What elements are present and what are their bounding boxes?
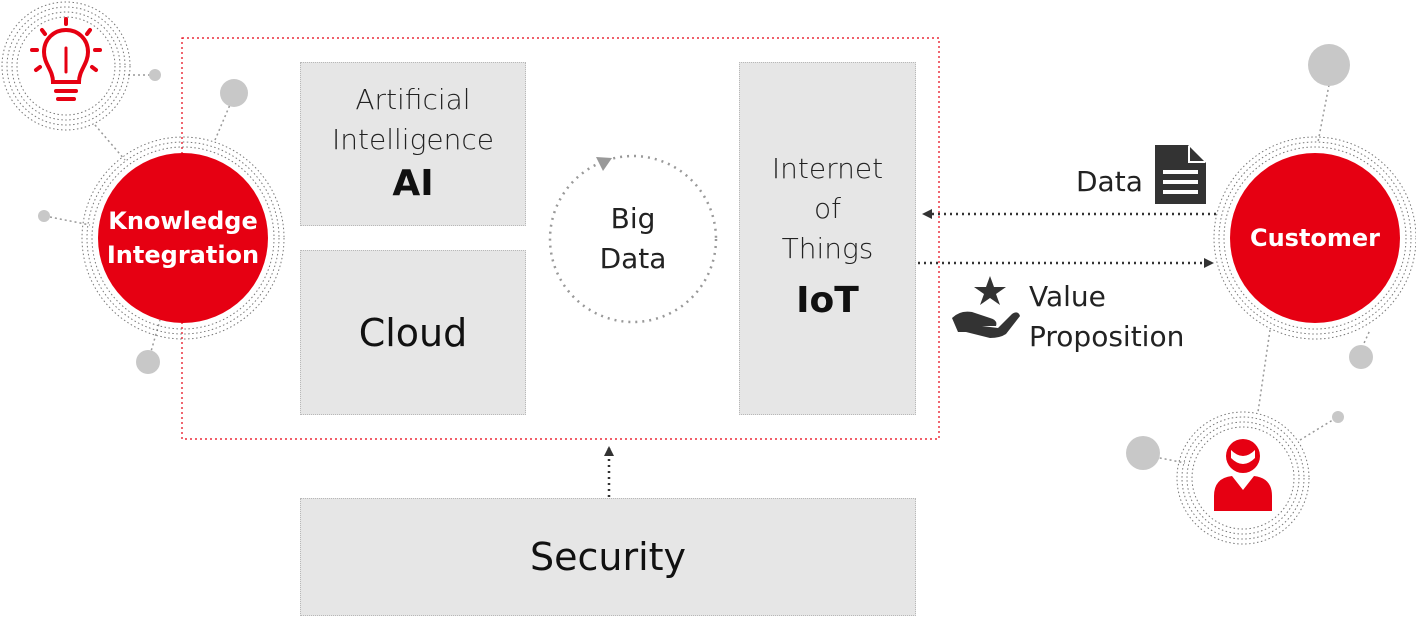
grey-nodes: [38, 44, 1373, 470]
iot-line1: Internet: [771, 152, 884, 185]
value-line1: Value: [1029, 280, 1106, 313]
hand-star-icon: [952, 276, 1020, 338]
ai-box: Artificial Intelligence AI: [300, 62, 526, 226]
cloud-label: Cloud: [358, 310, 468, 355]
cloud-box: Cloud: [300, 250, 526, 415]
person-badge: [1176, 411, 1310, 545]
big-data-line2: Data: [599, 242, 667, 275]
value-proposition-label: Value Proposition: [1029, 277, 1184, 357]
knowledge-line1: Knowledge: [108, 207, 258, 235]
lightbulb-icon: [30, 17, 102, 101]
ai-line2: Intelligence: [332, 123, 494, 156]
data-label: Data: [1076, 165, 1143, 198]
iot-line2: of: [814, 192, 841, 225]
iot-abbr: IoT: [796, 280, 859, 321]
ai-abbr: AI: [392, 163, 434, 204]
customer-label: Customer: [1230, 222, 1400, 254]
big-data-cycle: [548, 154, 718, 324]
big-data-arrowhead: [596, 157, 612, 171]
person-icon: [1214, 439, 1272, 511]
knowledge-integration-node: [81, 136, 285, 340]
document-icon: [1155, 145, 1206, 204]
knowledge-line2: Integration: [106, 241, 260, 269]
iot-box: Internet of Things IoT: [739, 62, 916, 415]
ai-line1: Artificial: [355, 83, 471, 116]
big-data-line1: Big: [610, 202, 656, 235]
customer-text: Customer: [1249, 224, 1381, 252]
security-box: Security: [300, 498, 916, 616]
customer-node: [1213, 136, 1416, 340]
value-line2: Proposition: [1029, 320, 1185, 353]
security-label: Security: [529, 535, 687, 579]
knowledge-integration-label: Knowledge Integration: [98, 204, 268, 272]
knowledge-connectors: [49, 74, 233, 356]
big-data-label: Big Data: [573, 199, 693, 279]
iot-line3: Things: [781, 232, 874, 265]
